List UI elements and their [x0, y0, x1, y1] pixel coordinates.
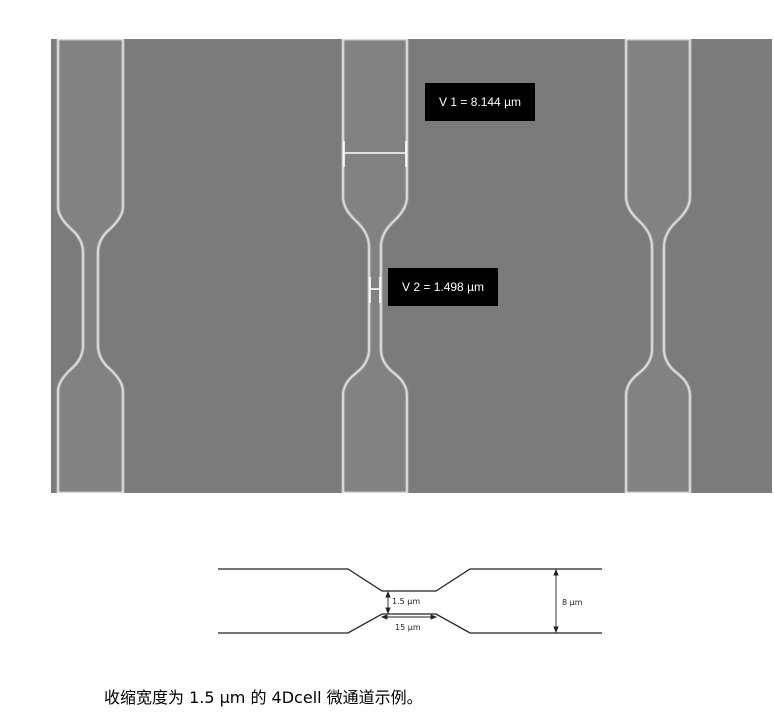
constriction-width-arrow	[385, 590, 391, 615]
microchannel-right	[624, 39, 692, 493]
measurement-label-v2: V 2 = 1.498 µm	[388, 268, 498, 306]
sem-micrograph: V 1 = 8.144 µm V 2 = 1.498 µm	[51, 39, 772, 493]
channel-schematic: 1.5 µm 15 µm 8 µm	[218, 560, 604, 644]
schematic-drawing: 1.5 µm 15 µm 8 µm	[218, 568, 602, 634]
measurement-marker-v1	[343, 141, 407, 167]
sem-channels	[56, 39, 692, 493]
measurement-label-v1: V 1 = 8.144 µm	[425, 83, 535, 121]
channel-width-label: 8 µm	[562, 598, 583, 607]
channel-width-arrow	[553, 568, 559, 634]
microchannel-middle	[341, 39, 409, 493]
constriction-length-label: 15 µm	[395, 623, 421, 632]
figure-caption: 收缩宽度为 1.5 µm 的 4Dcell 微通道示例。	[104, 688, 423, 707]
constriction-width-label: 1.5 µm	[392, 597, 420, 606]
microchannel-left	[56, 39, 125, 493]
channel-bottom-wall	[218, 613, 602, 634]
channel-top-wall	[218, 568, 602, 592]
constriction-length-arrow	[380, 614, 438, 620]
measurement-marker-v2	[369, 277, 381, 303]
